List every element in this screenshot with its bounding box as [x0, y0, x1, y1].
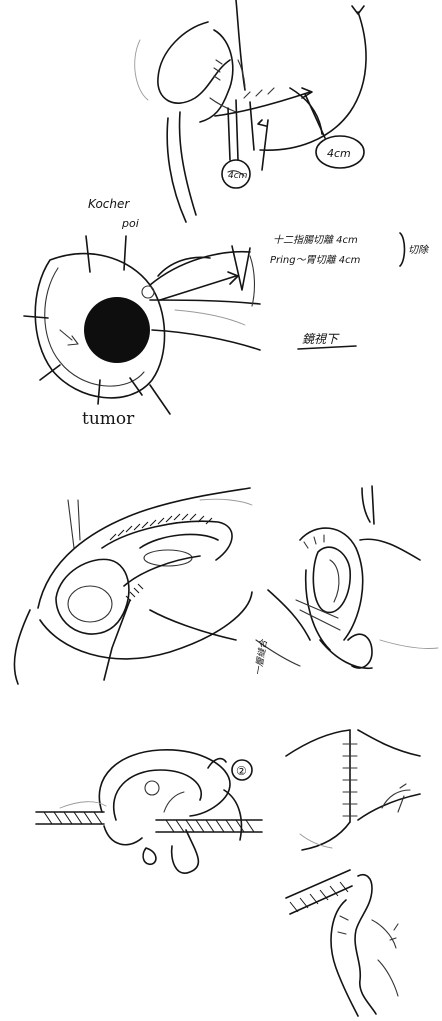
panel-6-suture-sketch [286, 730, 420, 850]
panel-4-side-label: 一層縫合 [253, 638, 270, 676]
panel-1-label-left: 4cm [228, 171, 248, 181]
note-line-1: 十二指腸切離 4cm [273, 234, 358, 246]
note-underlined: 鏡視下 [302, 332, 340, 346]
panel-7-closure-sketch [286, 870, 398, 1016]
tumor-mass [84, 297, 150, 363]
panel-5-cross-section [36, 750, 262, 873]
panel-3-stomach-sketch [14, 488, 252, 684]
panel-1-label-right: 4cm [327, 147, 351, 160]
kocher-label-line1: Kocher [88, 197, 130, 211]
note-bracket [400, 233, 405, 266]
note-underline [298, 346, 356, 349]
note-line-2: Pring～胃切離 4cm [270, 254, 361, 266]
kocher-label-line2: poi [121, 217, 139, 230]
panel-4-anastomosis-sketch [256, 486, 438, 668]
panel-5-circle-label: ② [236, 764, 247, 778]
tumor-label: tumor [82, 409, 135, 429]
panel-1-anatomy-sketch [135, 0, 366, 222]
note-bracket-text: 切除 [408, 244, 430, 256]
